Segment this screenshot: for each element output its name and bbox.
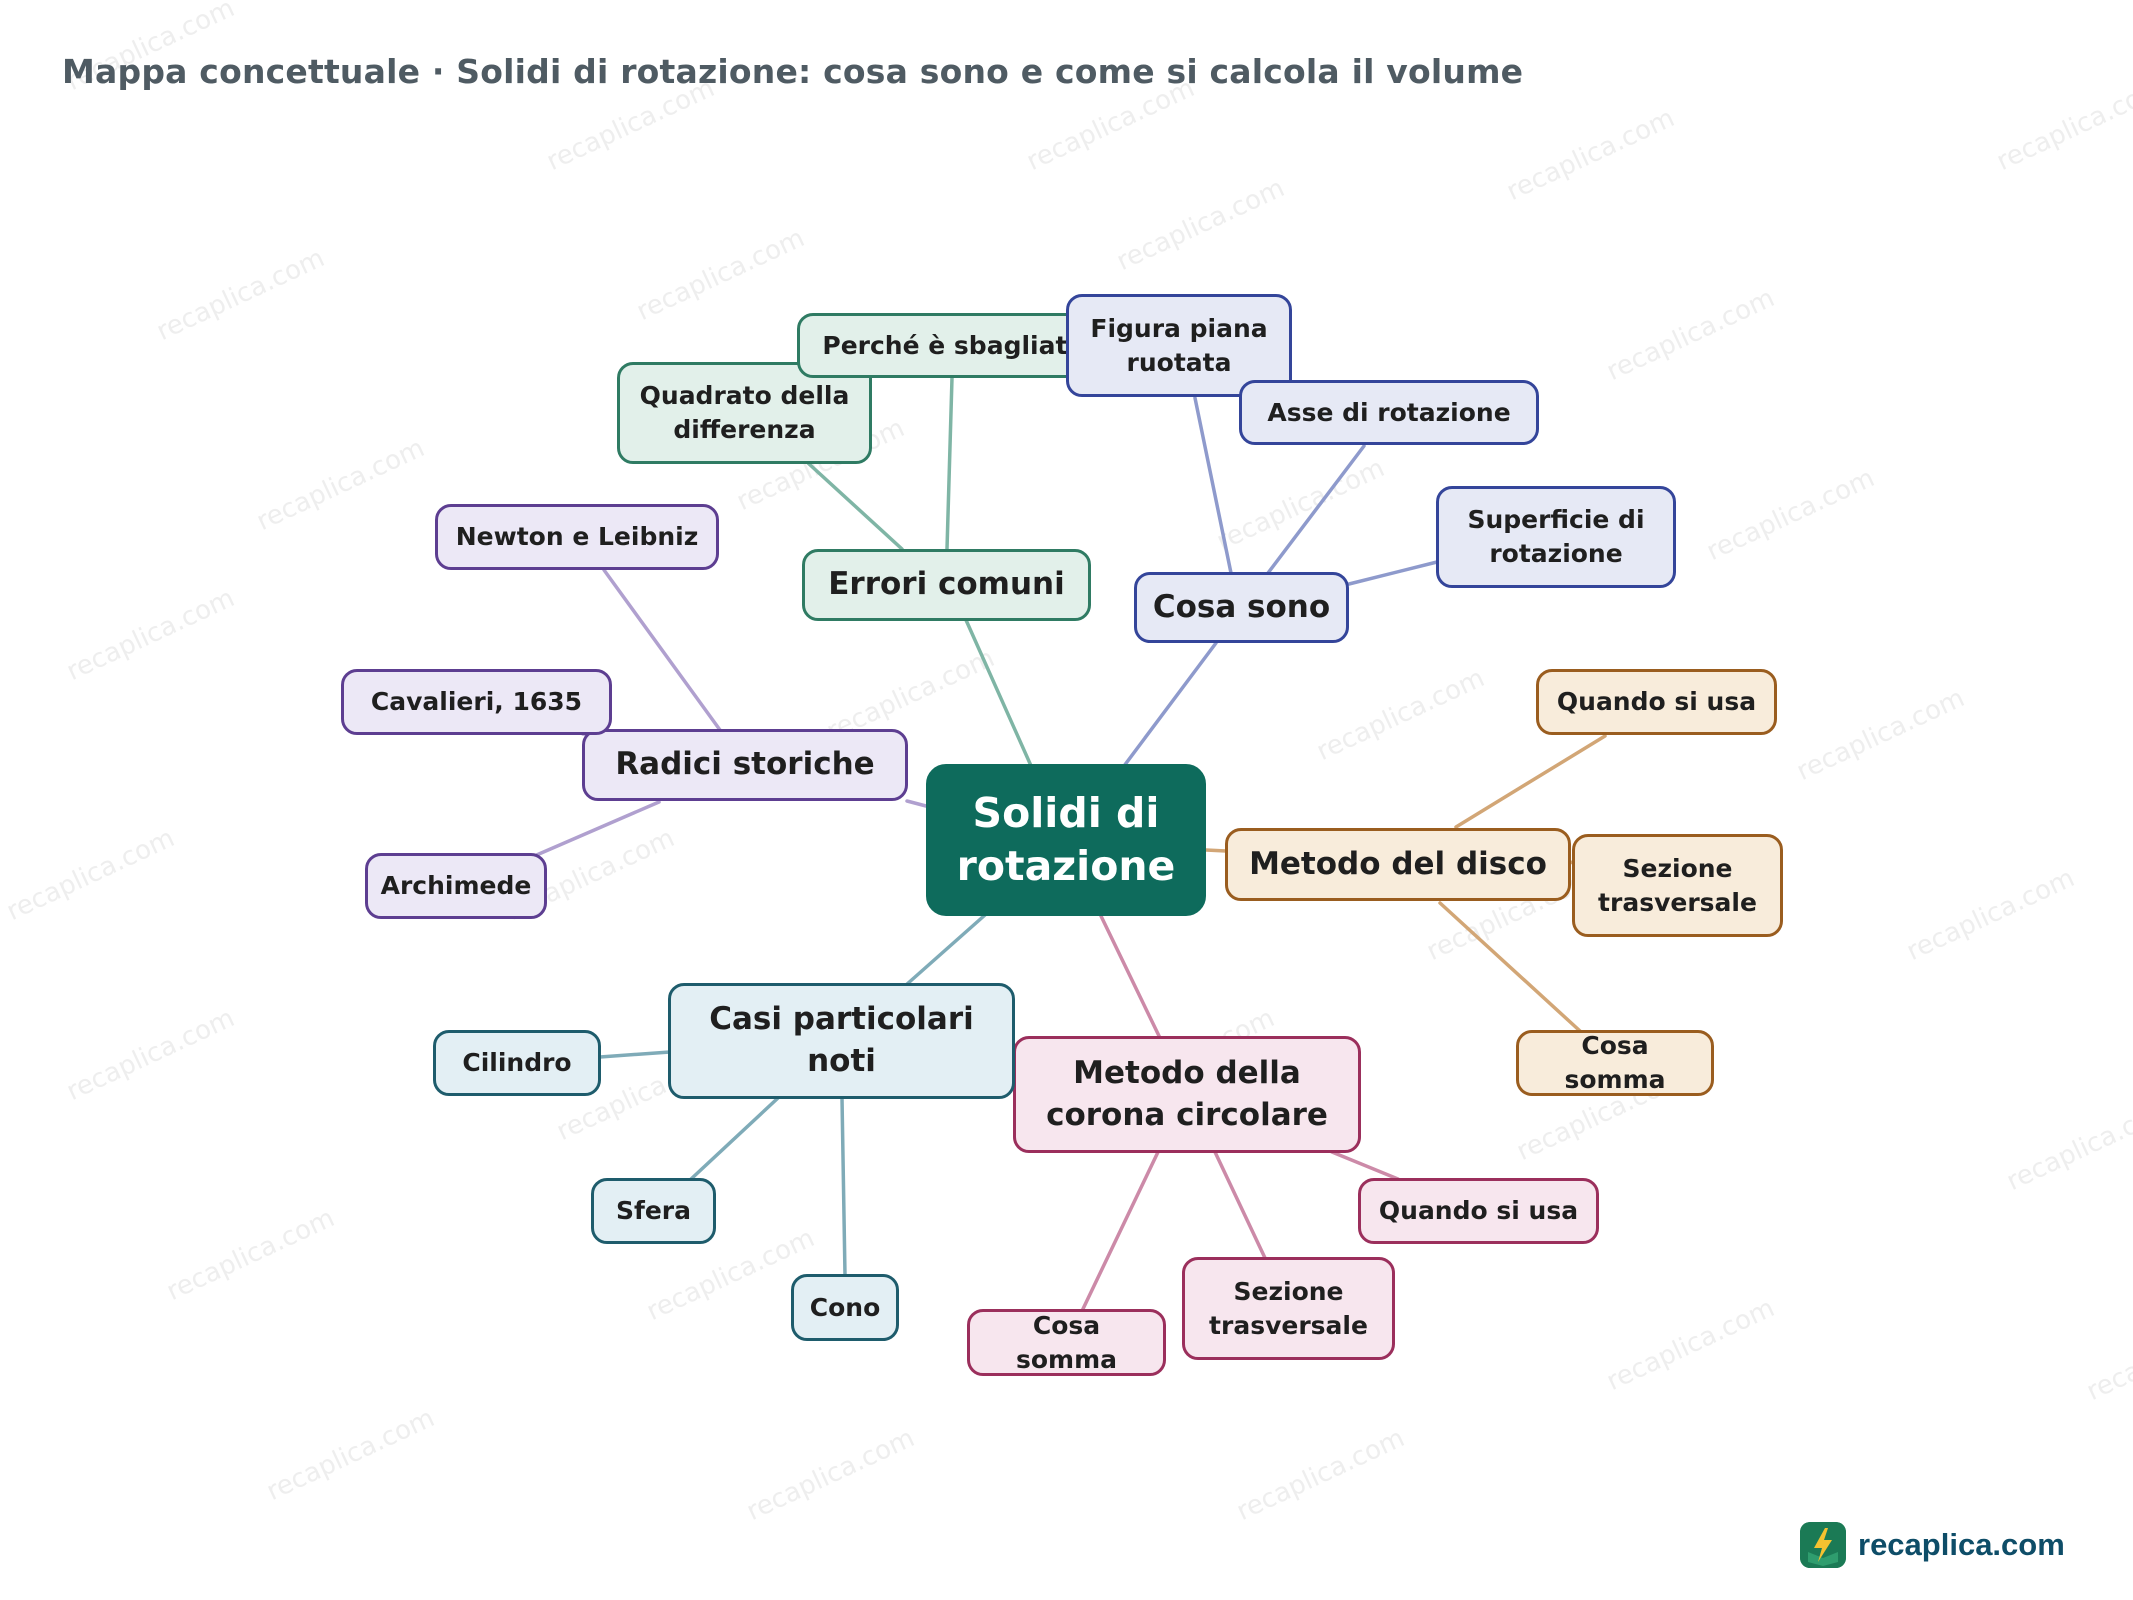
leaf-cilindro[interactable]: Cilindro bbox=[433, 1030, 601, 1096]
edge-errori-perche bbox=[945, 376, 954, 551]
edge-disco-quando bbox=[1454, 734, 1607, 829]
leaf-asse-rotazione[interactable]: Asse di rotazione bbox=[1239, 380, 1539, 445]
edge-root-errori bbox=[964, 618, 1034, 770]
brand-logo[interactable]: recaplica.com bbox=[1800, 1522, 2065, 1568]
edge-casi-cono bbox=[840, 1096, 847, 1277]
edge-radici-newton bbox=[602, 568, 722, 732]
edge-disco-cosa bbox=[1438, 901, 1582, 1033]
edge-radici-archimede bbox=[530, 800, 661, 859]
edge-corona-cosa bbox=[1080, 1150, 1160, 1313]
edge-root-disco bbox=[1204, 848, 1228, 853]
brand-name: recaplica.com bbox=[1858, 1527, 2065, 1562]
root-node[interactable]: Solidi di rotazione bbox=[926, 764, 1206, 916]
edge-root-casi bbox=[904, 913, 987, 987]
branch-metodo-disco[interactable]: Metodo del disco bbox=[1225, 828, 1571, 901]
lightning-book-icon bbox=[1800, 1522, 1846, 1568]
branch-casi-particolari[interactable]: Casi particolari noti bbox=[668, 983, 1015, 1099]
leaf-corona-sezione[interactable]: Sezione trasversale bbox=[1182, 1257, 1395, 1360]
leaf-newton-leibniz[interactable]: Newton e Leibniz bbox=[435, 504, 719, 570]
edge-root-corona bbox=[1099, 914, 1162, 1040]
edge-errori-quadrato bbox=[806, 461, 904, 551]
leaf-quadrato-differenza[interactable]: Quadrato della differenza bbox=[617, 362, 872, 464]
leaf-archimede[interactable]: Archimede bbox=[365, 853, 547, 919]
branch-errori-comuni[interactable]: Errori comuni bbox=[802, 549, 1091, 621]
leaf-perche-sbagliato[interactable]: Perché è sbagliato bbox=[797, 313, 1110, 378]
leaf-superficie-rotazione[interactable]: Superficie di rotazione bbox=[1436, 486, 1676, 588]
leaf-cono[interactable]: Cono bbox=[791, 1274, 899, 1341]
edge-casi-sfera bbox=[688, 1096, 780, 1182]
leaf-disco-sezione[interactable]: Sezione trasversale bbox=[1572, 834, 1783, 937]
edge-root-radici bbox=[905, 799, 928, 808]
branch-radici-storiche[interactable]: Radici storiche bbox=[582, 729, 908, 801]
leaf-disco-cosa-somma[interactable]: Cosa somma bbox=[1516, 1030, 1714, 1096]
edge-root-cosa bbox=[1122, 641, 1218, 768]
edge-cosa-figura bbox=[1193, 396, 1233, 575]
leaf-disco-quando[interactable]: Quando si usa bbox=[1536, 669, 1777, 735]
leaf-corona-quando[interactable]: Quando si usa bbox=[1358, 1178, 1599, 1244]
leaf-corona-cosa-somma[interactable]: Cosa somma bbox=[967, 1309, 1166, 1376]
leaf-cavalieri[interactable]: Cavalieri, 1635 bbox=[341, 669, 612, 735]
branch-metodo-corona[interactable]: Metodo della corona circolare bbox=[1013, 1036, 1361, 1153]
leaf-figura-piana[interactable]: Figura piana ruotata bbox=[1066, 294, 1292, 397]
edge-corona-quando bbox=[1330, 1150, 1400, 1181]
edge-cosa-superficie bbox=[1347, 560, 1439, 586]
branch-cosa-sono[interactable]: Cosa sono bbox=[1134, 572, 1349, 643]
edge-cosa-asse bbox=[1266, 444, 1366, 575]
page-title: Mappa concettuale · Solidi di rotazione:… bbox=[62, 52, 1524, 91]
edge-corona-sezione bbox=[1213, 1150, 1267, 1260]
edge-casi-cilindro bbox=[598, 1050, 672, 1059]
leaf-sfera[interactable]: Sfera bbox=[591, 1178, 716, 1244]
